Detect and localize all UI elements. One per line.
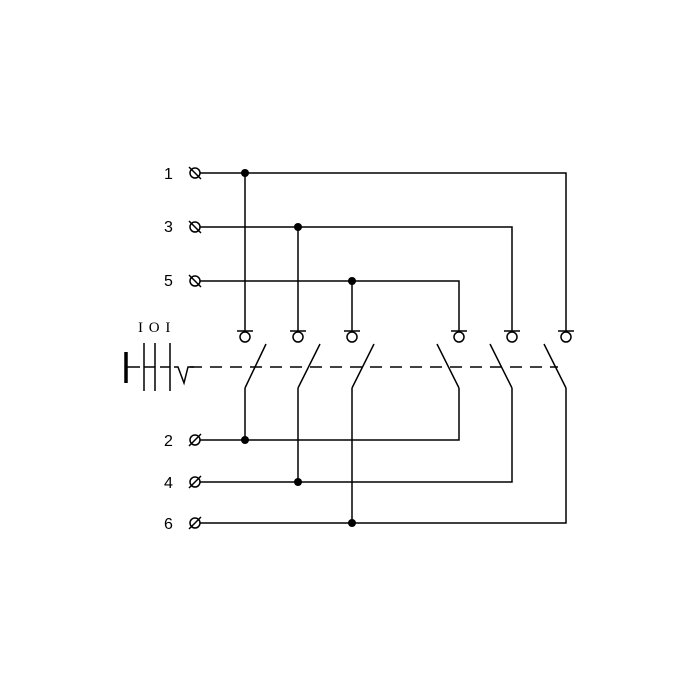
terminal-label-2: 2	[164, 433, 173, 450]
terminal-label-6: 6	[164, 516, 173, 533]
contact-terminals-top	[237, 330, 574, 343]
switch-mode-label: I O I	[138, 320, 171, 336]
terminal-label-4: 4	[164, 475, 173, 492]
terminal-label-3: 3	[164, 219, 173, 236]
switch-blades	[244, 343, 567, 389]
terminal-label-1: 1	[164, 166, 173, 183]
terminal-symbol-4	[188, 475, 202, 489]
actuator-symbol	[124, 343, 194, 391]
input-wiring	[200, 172, 567, 331]
terminal-label-5: 5	[164, 273, 173, 290]
terminal-symbol-6	[188, 516, 202, 530]
output-wiring	[200, 388, 567, 524]
terminal-symbol-5	[188, 274, 202, 288]
junction-dots	[241, 169, 356, 527]
terminal-symbol-2	[188, 433, 202, 447]
terminal-symbol-3	[188, 220, 202, 234]
terminal-symbol-1	[188, 166, 202, 180]
